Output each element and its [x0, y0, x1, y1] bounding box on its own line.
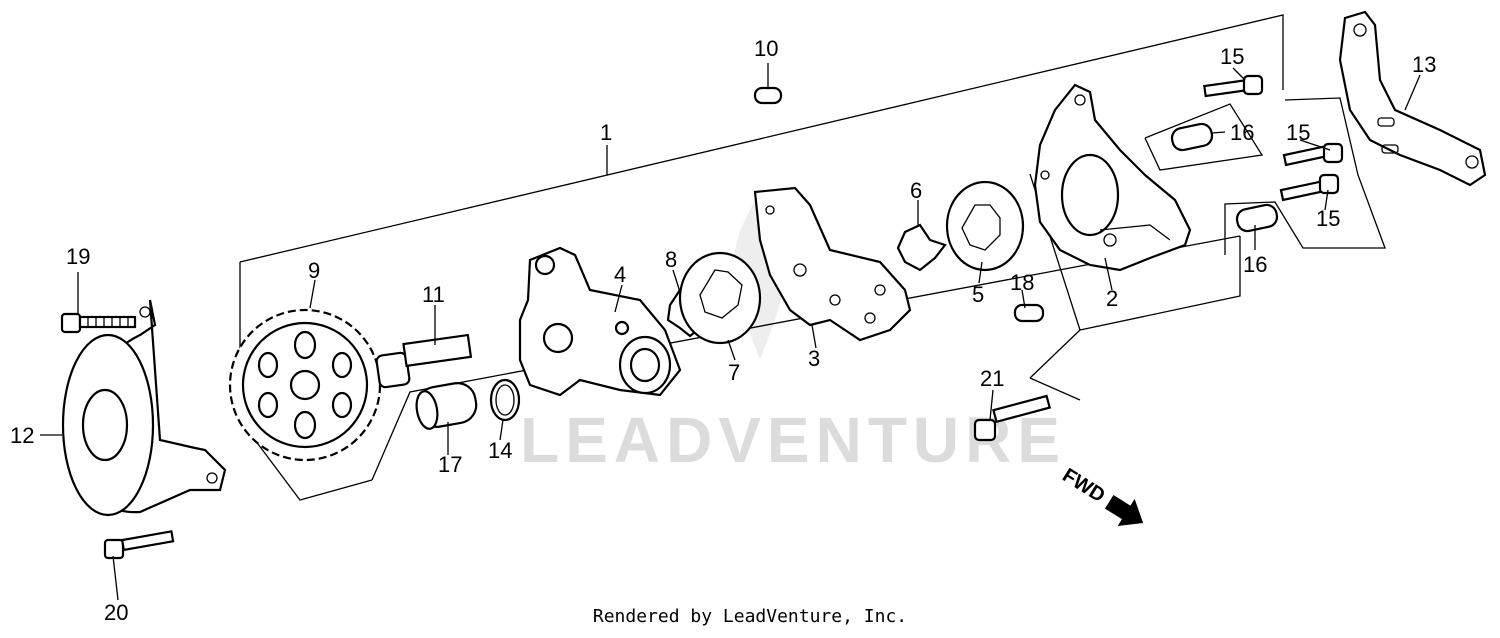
callout-3: 3 [808, 346, 820, 371]
part-plate-3 [753, 186, 912, 342]
forward-direction-indicator: FWD [1058, 464, 1144, 526]
callout-9: 9 [308, 258, 320, 283]
part-ring-14 [489, 378, 521, 422]
part-bolt-19 [60, 312, 137, 334]
callout-5: 5 [972, 282, 984, 307]
callout-10: 10 [754, 36, 778, 61]
part-bolt-15-right-b [1279, 173, 1340, 202]
callout-21: 21 [980, 366, 1004, 391]
callout-7: 7 [728, 360, 740, 385]
part-bolt-15-top [1203, 74, 1264, 98]
callout-19: 19 [66, 244, 90, 269]
callout-16-top: 16 [1230, 120, 1254, 145]
callout-20: 20 [104, 600, 128, 625]
part-bolt-11 [375, 333, 473, 389]
callout-6: 6 [910, 178, 922, 203]
callout-18: 18 [1010, 270, 1034, 295]
callout-12: 12 [10, 423, 34, 448]
part-bracket-13 [1338, 10, 1487, 187]
part-sleeve-17 [415, 382, 478, 430]
callout-8: 8 [665, 247, 677, 272]
part-pin-10 [753, 86, 783, 105]
callout-1: 1 [600, 120, 612, 145]
part-bolt-15-right-a [1282, 142, 1344, 167]
callout-17: 17 [438, 452, 462, 477]
part-gear [228, 308, 382, 462]
fwd-arrow-icon [1104, 495, 1144, 526]
fwd-label: FWD [1058, 464, 1108, 507]
part-bolt-21 [973, 394, 1052, 442]
callout-14: 14 [488, 438, 512, 463]
watermark-text: LEADVENTURE [520, 404, 1066, 476]
callout-4: 4 [614, 262, 626, 287]
assembly-outline [239, 14, 1386, 501]
callout-16-bottom: 16 [1243, 252, 1267, 277]
part-cover [61, 299, 227, 517]
part-dowel-18 [1013, 303, 1045, 323]
part-outer-rotor-5 [945, 180, 1025, 272]
footer-credit: Rendered by LeadVenture, Inc. [592, 606, 908, 627]
part-collar-16-top [1170, 122, 1214, 152]
part-outer-rotor-7 [678, 251, 762, 345]
callout-2: 2 [1106, 286, 1118, 311]
callout-15-top: 15 [1220, 44, 1244, 69]
part-housing-2 [1033, 83, 1192, 272]
callout-13: 13 [1412, 52, 1436, 77]
leader-lines [40, 63, 1421, 601]
callout-15-right-b: 15 [1316, 206, 1340, 231]
part-collar-16-bottom [1235, 203, 1279, 233]
part-bolt-20 [103, 530, 175, 560]
part-pump-body [518, 246, 682, 397]
callouts: 1 2 3 4 5 6 7 8 9 10 11 12 13 14 15 15 1… [10, 36, 1436, 625]
callout-15-right-a: 15 [1286, 120, 1310, 145]
callout-11: 11 [422, 282, 445, 307]
part-inner-rotor-6 [896, 223, 947, 272]
